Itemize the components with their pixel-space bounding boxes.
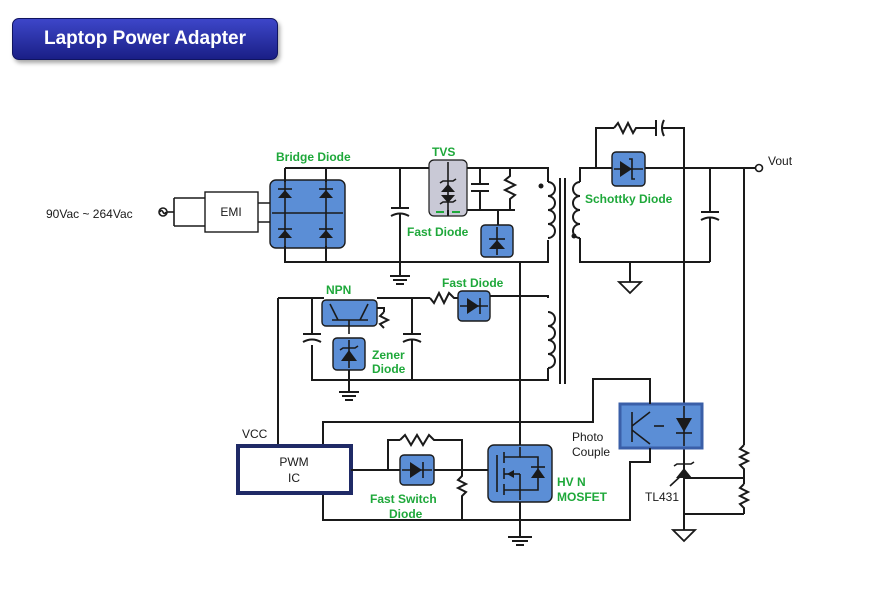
tl431: TL431	[645, 446, 698, 543]
mosfet-label-1: HV N	[557, 475, 586, 489]
page-title: Laptop Power Adapter	[12, 18, 278, 60]
fast-switch-diode: Fast Switch Diode	[370, 454, 437, 521]
emi-filter: EMI	[204, 191, 290, 233]
schottky-diode-label: Schottky Diode	[585, 192, 673, 206]
vout-node: Vout	[754, 154, 793, 173]
pwm-label-1: PWM	[279, 455, 308, 469]
zener-diode: Zener Diode	[332, 337, 406, 401]
vcc-label: VCC	[242, 427, 268, 441]
pwm-ic: VCC PWM IC	[236, 427, 353, 495]
bulk-capacitor	[390, 168, 410, 285]
npn-transistor: NPN	[321, 283, 378, 334]
vout-label: Vout	[768, 154, 793, 168]
input-voltage-label: 90Vac ~ 264Vac	[46, 207, 133, 221]
hv-n-mosfet: HV N MOSFET	[487, 444, 608, 504]
transformer	[538, 178, 581, 384]
fast-diode-top: Fast Diode	[407, 224, 514, 258]
tvs-label: TVS	[432, 145, 455, 159]
bridge-diode: Bridge Diode	[269, 150, 351, 249]
fast-switch-label-2: Diode	[389, 507, 423, 521]
bridge-diode-label: Bridge Diode	[276, 150, 351, 164]
fast-diode-mid: Fast Diode	[442, 276, 504, 322]
zener-label-1: Zener	[372, 348, 405, 362]
pwm-label-2: IC	[288, 471, 300, 485]
fast-diode-mid-label: Fast Diode	[442, 276, 504, 290]
secondary-ground	[616, 262, 644, 295]
zener-label-2: Diode	[372, 362, 406, 376]
mosfet-label-2: MOSFET	[557, 490, 608, 504]
output-capacitor	[700, 168, 720, 262]
emi-label: EMI	[220, 205, 241, 219]
npn-label: NPN	[326, 283, 351, 297]
tl431-label: TL431	[645, 490, 679, 504]
ac-input: 90Vac ~ 264Vac	[46, 197, 205, 227]
fast-diode-top-label: Fast Diode	[407, 225, 469, 239]
tvs-snubber: TVS	[428, 145, 518, 225]
fast-switch-label-1: Fast Switch	[370, 492, 437, 506]
photo-couple-label-2: Couple	[572, 445, 610, 459]
photo-couple-label-1: Photo	[572, 430, 604, 444]
photo-coupler: Photo Couple	[572, 402, 704, 459]
schottky-diode: Schottky Diode	[585, 151, 673, 206]
